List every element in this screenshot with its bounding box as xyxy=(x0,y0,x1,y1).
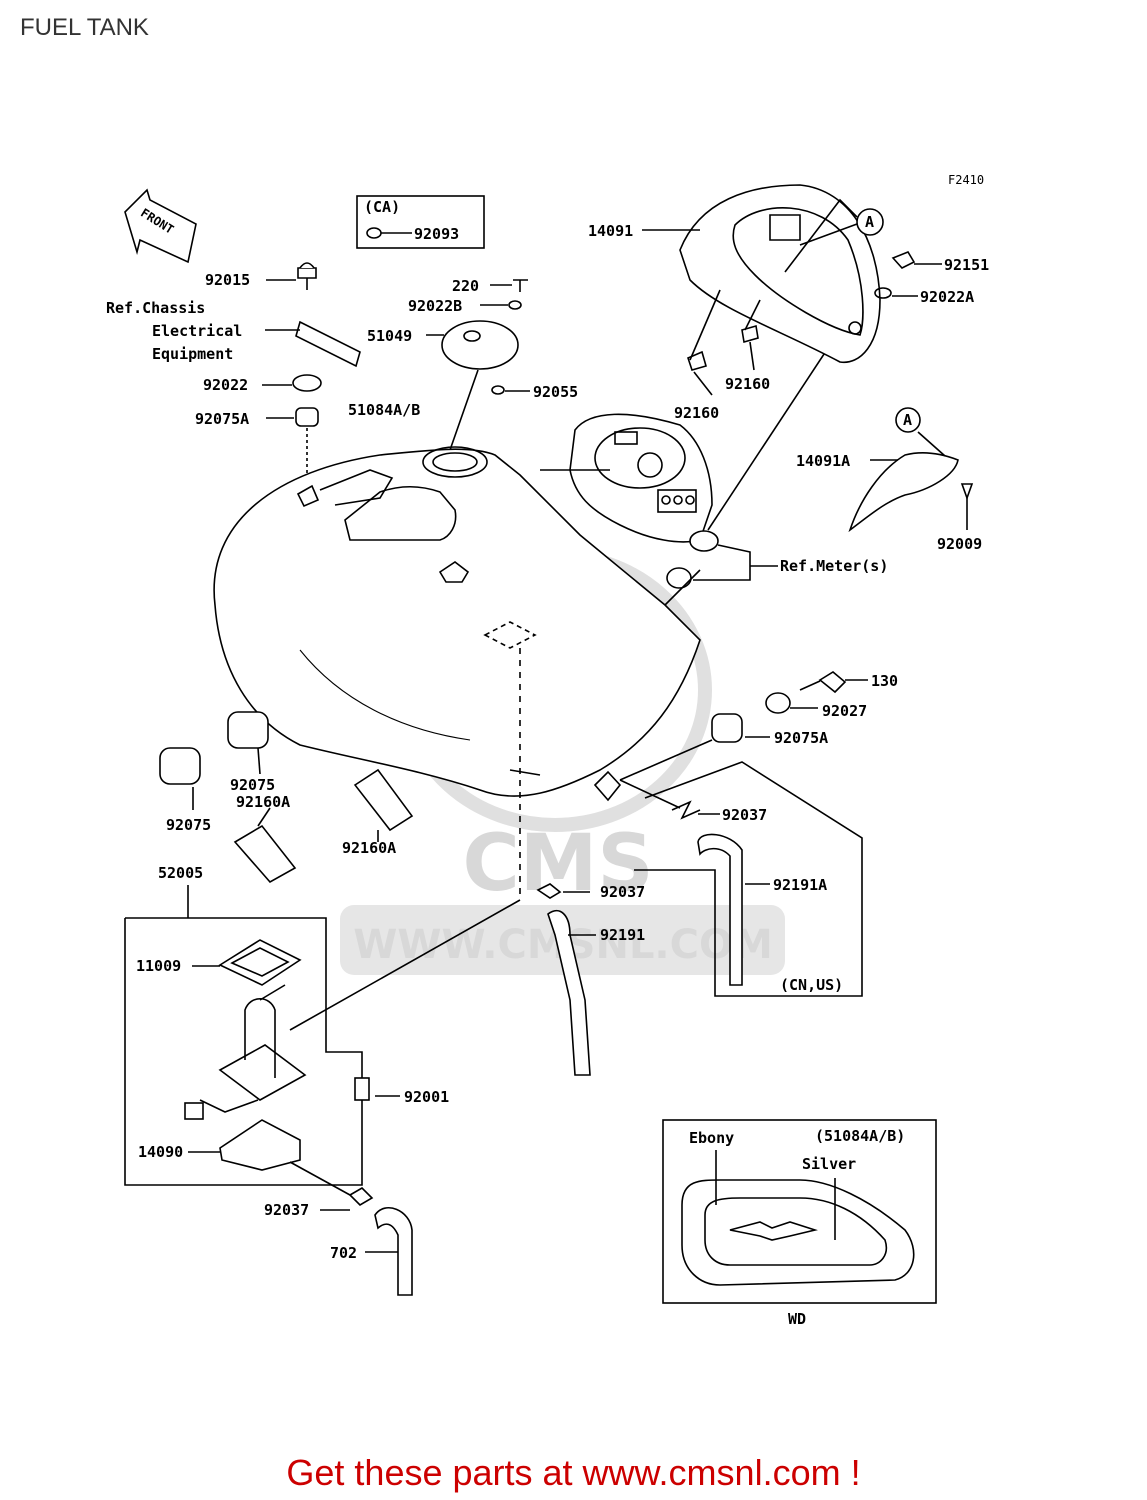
part-label-702: 702 xyxy=(330,1244,357,1262)
tank-mount-rear-icon xyxy=(593,770,622,802)
part-label-92055: 92055 xyxy=(533,383,578,401)
part-label-130: 130 xyxy=(871,672,898,690)
bolt-92015-icon xyxy=(297,262,317,290)
part-label-92151: 92151 xyxy=(944,256,989,274)
washer-92022A-icon xyxy=(874,287,892,299)
ref-chassis-label: Equipment xyxy=(152,345,233,363)
ca-tag: (CA) xyxy=(364,198,400,216)
speedometer-icon xyxy=(569,413,713,543)
wd-code-label: WD xyxy=(788,1310,806,1328)
part-label-92075: 92075 xyxy=(166,816,211,834)
wd-inset-box xyxy=(662,1119,937,1304)
meter-cover-trim-icon xyxy=(848,452,959,533)
part-label-14091A: 14091A xyxy=(796,452,850,470)
part-label-92001: 92001 xyxy=(404,1088,449,1106)
fuel-cap-icon xyxy=(441,320,519,370)
part-label-52005: 52005 xyxy=(158,864,203,882)
clip-92160-icon xyxy=(687,350,707,371)
clamp-92037-icon xyxy=(536,883,562,899)
footer-link[interactable]: Get these parts at www.cmsnl.com ! xyxy=(286,1452,861,1493)
bolt-130-icon xyxy=(818,671,847,694)
callout-a-icon xyxy=(895,407,921,433)
part-label-92093: 92093 xyxy=(414,225,459,243)
part-label-92037: 92037 xyxy=(600,883,645,901)
callout-a-label: A xyxy=(865,213,874,231)
hose-702-icon xyxy=(374,1206,413,1296)
washer-92022-icon xyxy=(292,374,322,392)
meter-grommet-icon xyxy=(666,567,692,589)
part-label-51084AB: 51084A/B xyxy=(348,401,420,419)
part-label-92191A: 92191A xyxy=(773,876,827,894)
clip-92160-icon xyxy=(741,324,759,344)
part-label-220: 220 xyxy=(452,277,479,295)
screw-92009-icon xyxy=(960,483,974,501)
damper-92075A-icon xyxy=(295,407,319,427)
chassis-strap-icon xyxy=(295,320,361,368)
footer-banner: Get these parts at www.cmsnl.com ! xyxy=(0,1452,1147,1494)
part-label-92015: 92015 xyxy=(205,271,250,289)
damper-92075A-icon xyxy=(711,713,743,743)
hose-92191-icon xyxy=(547,909,591,1076)
collar-92027-icon xyxy=(765,692,791,714)
figure-code: F2410 xyxy=(948,173,984,187)
part-label-92160A: 92160A xyxy=(342,839,396,857)
part-label-14091: 14091 xyxy=(588,222,633,240)
part-label-92075A: 92075A xyxy=(774,729,828,747)
ref-chassis-label: Ref.Chassis xyxy=(106,299,205,317)
tank-mount-front-icon xyxy=(296,484,320,508)
oring-92055-icon xyxy=(491,385,505,395)
hose-92191A-icon xyxy=(697,833,743,986)
ref-meters-label: Ref.Meter(s) xyxy=(780,557,888,575)
part-label-51049: 51049 xyxy=(367,327,412,345)
cn-us-variant-box xyxy=(634,761,863,997)
pump-bracket-14090-icon xyxy=(219,1119,301,1171)
part-label-92160: 92160 xyxy=(725,375,770,393)
front-arrow-icon: FRONT xyxy=(124,188,197,264)
part-label-92075A: 92075A xyxy=(195,410,249,428)
page-title: FUEL TANK xyxy=(20,14,149,41)
tank-clip-icon xyxy=(438,561,470,583)
wd-ebony-label: Ebony xyxy=(689,1129,734,1147)
part-label-92027: 92027 xyxy=(822,702,867,720)
cn-us-tag: (CN,US) xyxy=(780,976,843,994)
part-label-92191: 92191 xyxy=(600,926,645,944)
part-label-92009: 92009 xyxy=(937,535,982,553)
fuel-pump-icon xyxy=(184,984,307,1120)
part-label-92022B: 92022B xyxy=(408,297,462,315)
part-label-14090: 14090 xyxy=(138,1143,183,1161)
meter-grommet-icon xyxy=(689,530,719,552)
part-label-92160: 92160 xyxy=(674,404,719,422)
callout-a-icon xyxy=(856,208,884,236)
part-label-11009: 11009 xyxy=(136,957,181,975)
gasket-11009-icon xyxy=(218,939,302,986)
part-label-92037: 92037 xyxy=(722,806,767,824)
fuel-tank-body xyxy=(213,448,701,797)
screw-220-icon xyxy=(513,279,528,292)
washer-92022B-icon xyxy=(508,300,522,310)
wd-ref-label: (51084A/B) xyxy=(815,1127,905,1145)
part-label-92075: 92075 xyxy=(230,776,275,794)
part-label-92160A: 92160A xyxy=(236,793,290,811)
pump-assembly-box xyxy=(124,917,363,1186)
filler-neck-icon xyxy=(422,446,488,478)
screw-92151-icon xyxy=(891,251,916,269)
clip-92160A-icon xyxy=(233,824,297,884)
meter-cover-icon xyxy=(679,184,881,364)
damper-92075-icon xyxy=(227,711,269,749)
ref-chassis-label: Electrical xyxy=(152,322,242,340)
wd-silver-label: Silver xyxy=(802,1155,856,1173)
ca-variant-box xyxy=(356,195,485,249)
callout-a-label: A xyxy=(903,411,912,429)
clip-92160A-icon xyxy=(353,768,414,832)
part-label-92037: 92037 xyxy=(264,1201,309,1219)
part-label-92022: 92022 xyxy=(203,376,248,394)
clamp-92037-icon xyxy=(348,1186,374,1207)
damper-92075-icon xyxy=(159,747,201,785)
bolt-92001-icon xyxy=(354,1077,370,1101)
part-label-92022A: 92022A xyxy=(920,288,974,306)
